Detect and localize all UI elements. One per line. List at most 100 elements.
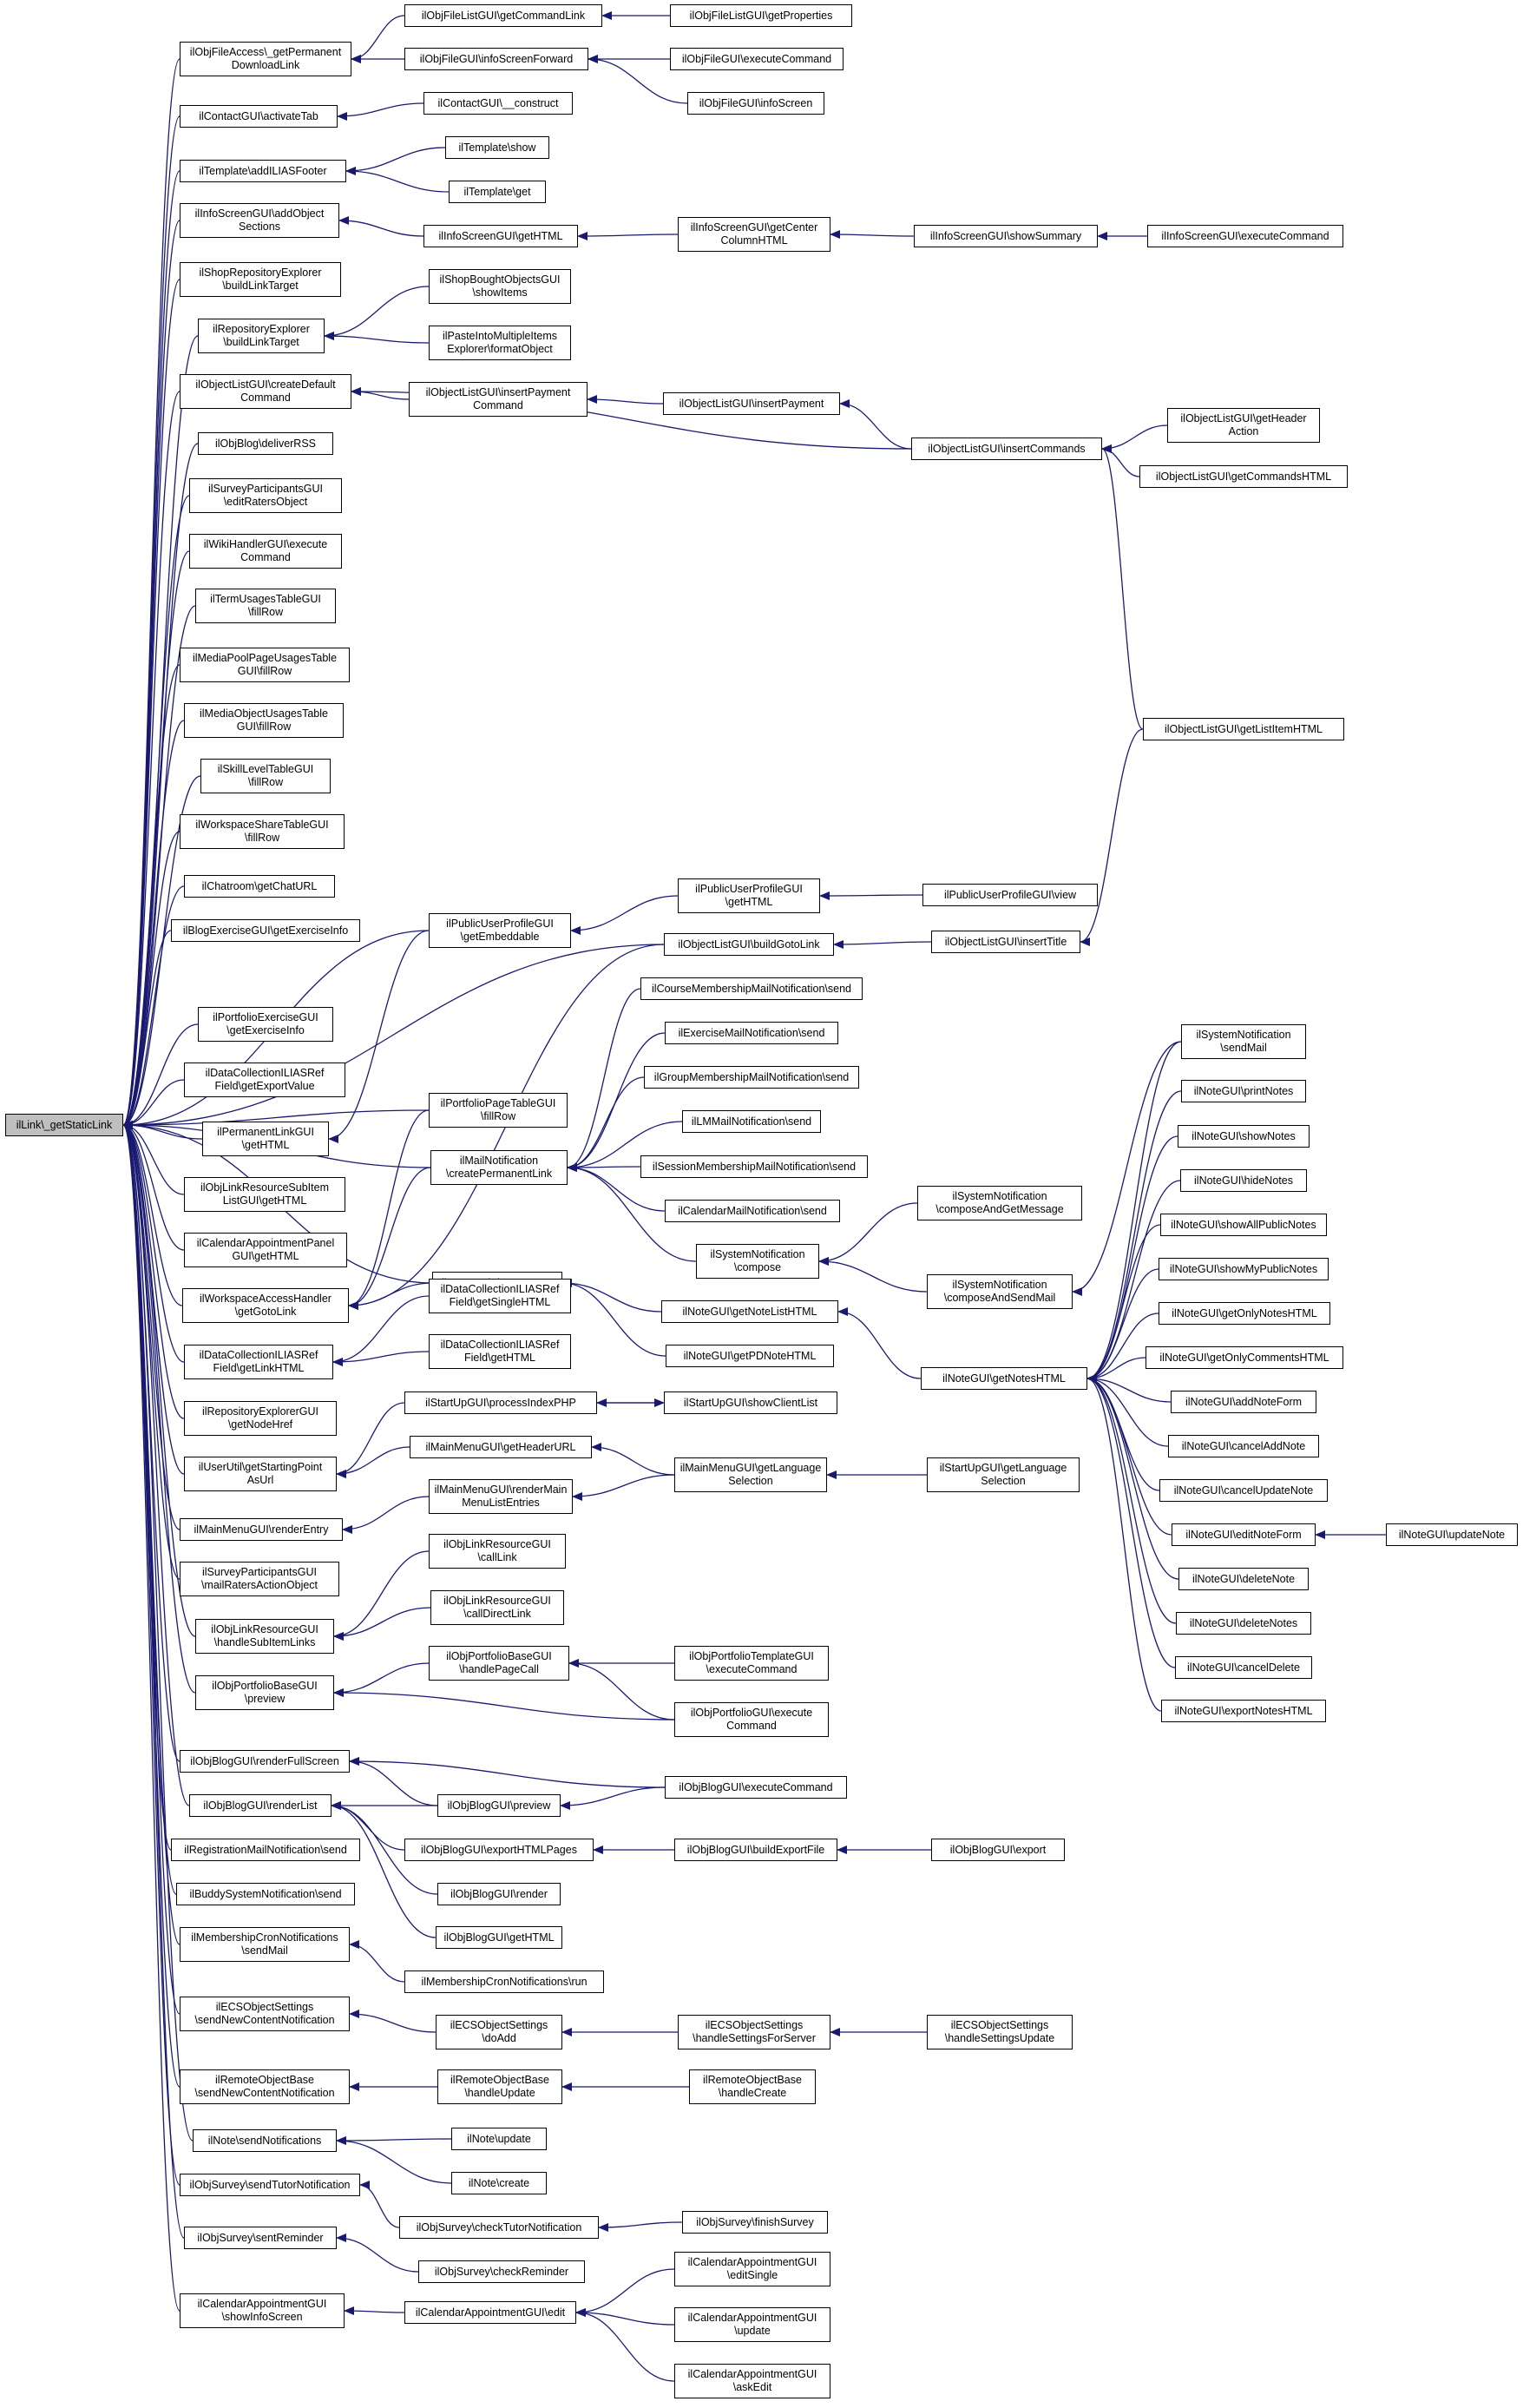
node-pfex[interactable]: ilPortfolioExerciseGUI \getExerciseInfo [198, 1007, 333, 1042]
node-ng_print[interactable]: ilNoteGUI\printNotes [1181, 1080, 1306, 1102]
node-ng_cd[interactable]: ilNoteGUI\cancelDelete [1175, 1656, 1312, 1679]
node-tpl_show[interactable]: ilTemplate\show [445, 136, 549, 159]
node-mm_gls[interactable]: ilMainMenuGUI\getLanguage Selection [674, 1457, 827, 1492]
node-ng_anf[interactable]: ilNoteGUI\addNoteForm [1171, 1391, 1316, 1413]
node-ng_notes[interactable]: ilNoteGUI\getNotesHTML [921, 1367, 1087, 1390]
node-mm_hurl[interactable]: ilMainMenuGUI\getHeaderURL [410, 1436, 592, 1458]
node-tpl_footer[interactable]: ilTemplate\addILIASFooter [180, 160, 346, 182]
node-sn_sendmail[interactable]: ilSystemNotification \sendMail [1181, 1024, 1306, 1059]
node-dcf_link[interactable]: ilDataCollectionILIASRef Field\getLinkHT… [184, 1345, 333, 1379]
node-wiki[interactable]: ilWikiHandlerGUI\execute Command [189, 534, 342, 569]
node-mobj[interactable]: ilMediaObjectUsagesTable GUI\fillRow [184, 703, 344, 738]
node-ng_exp[interactable]: ilNoteGUI\exportNotesHTML [1161, 1700, 1326, 1722]
node-olg_glih[interactable]: ilObjectListGUI\getListItemHTML [1143, 718, 1344, 740]
node-mm_re[interactable]: ilMainMenuGUI\renderEntry [180, 1518, 343, 1541]
node-isg_summary[interactable]: ilInfoScreenGUI\showSummary [914, 225, 1098, 247]
node-bg_render[interactable]: ilObjBlogGUI\render [437, 1883, 561, 1905]
node-ng_goc[interactable]: ilNoteGUI\getOnlyCommentsHTML [1146, 1346, 1343, 1369]
node-pup_view[interactable]: ilPublicUserProfileGUI\view [922, 884, 1098, 906]
node-bg_rfs[interactable]: ilObjBlogGUI\renderFullScreen [180, 1750, 350, 1773]
node-ecs_snc[interactable]: ilECSObjectSettings \sendNewContentNotif… [180, 1997, 350, 2031]
node-paste[interactable]: ilPasteIntoMultipleItems Explorer\format… [429, 326, 571, 360]
node-mpool[interactable]: ilMediaPoolPageUsagesTable GUI\fillRow [180, 648, 350, 682]
node-bg_exec[interactable]: ilObjBlogGUI\executeCommand [665, 1776, 847, 1799]
node-fl_cmd[interactable]: ilObjFileListGUI\getCommandLink [404, 4, 602, 27]
node-bg_ehp[interactable]: ilObjBlogGUI\exportHTMLPages [404, 1839, 594, 1861]
node-sn_casm[interactable]: ilSystemNotification \composeAndSendMail [927, 1274, 1073, 1309]
node-ng_un[interactable]: ilNoteGUI\updateNote [1386, 1523, 1518, 1546]
node-fl_props[interactable]: ilObjFileListGUI\getProperties [670, 4, 852, 27]
node-ng_hide[interactable]: ilNoteGUI\hideNotes [1180, 1169, 1307, 1192]
root-node[interactable]: ilLink\_getStaticLink [5, 1114, 123, 1136]
node-blogex[interactable]: ilBlogExerciseGUI\getExerciseInfo [171, 919, 360, 942]
node-cag_ae[interactable]: ilCalendarAppointmentGUI \askEdit [674, 2364, 830, 2398]
node-ng_dns[interactable]: ilNoteGUI\deleteNotes [1176, 1612, 1311, 1635]
node-ex_mail[interactable]: ilExerciseMailNotification\send [665, 1022, 838, 1044]
node-grp_mail[interactable]: ilGroupMembershipMailNotification\send [644, 1066, 859, 1089]
node-olg_bgl[interactable]: ilObjectListGUI\buildGotoLink [664, 933, 834, 956]
node-ng_list[interactable]: ilNoteGUI\getNoteListHTML [661, 1300, 838, 1323]
node-olg_gch[interactable]: ilObjectListGUI\getCommandsHTML [1139, 465, 1348, 488]
node-cag_up[interactable]: ilCalendarAppointmentGUI \update [674, 2307, 830, 2342]
node-reg_mail[interactable]: ilRegistrationMailNotification\send [171, 1839, 360, 1861]
node-shop_bought[interactable]: ilShopBoughtObjectsGUI \showItems [429, 269, 571, 304]
node-lm_mail[interactable]: ilLMMailNotification\send [682, 1110, 821, 1133]
node-sess_mail[interactable]: ilSessionMembershipMailNotification\send [640, 1155, 868, 1178]
node-ptg_exec[interactable]: ilObjPortfolioTemplateGUI \executeComman… [674, 1646, 829, 1681]
node-note_up[interactable]: ilNote\update [451, 2128, 547, 2150]
node-bg_export[interactable]: ilObjBlogGUI\export [931, 1839, 1065, 1861]
node-olrg_cl[interactable]: ilObjLinkResourceGUI \callLink [429, 1534, 566, 1569]
node-re_blt[interactable]: ilRepositoryExplorer \buildLinkTarget [198, 319, 325, 353]
node-fg_isf[interactable]: ilObjFileGUI\infoScreenForward [404, 48, 588, 70]
node-ng_show[interactable]: ilNoteGUI\showNotes [1178, 1125, 1310, 1148]
node-rob_hu[interactable]: ilRemoteObjectBase \handleUpdate [437, 2069, 562, 2104]
node-cg_con[interactable]: ilContactGUI\__construct [423, 92, 573, 115]
node-cg_tab[interactable]: ilContactGUI\activateTab [180, 105, 338, 128]
node-mcn_run[interactable]: ilMembershipCronNotifications\run [404, 1970, 604, 1993]
node-ng_cun[interactable]: ilNoteGUI\cancelUpdateNote [1159, 1479, 1328, 1502]
node-olg_ic[interactable]: ilObjectListGUI\insertCommands [911, 438, 1102, 460]
node-isg_exec[interactable]: ilInfoScreenGUI\executeCommand [1147, 225, 1343, 247]
node-pup_emb[interactable]: ilPublicUserProfileGUI \getEmbeddable [429, 913, 571, 948]
node-isg_html[interactable]: ilInfoScreenGUI\getHTML [423, 225, 578, 247]
node-bg_prev[interactable]: ilObjBlogGUI\preview [437, 1794, 561, 1817]
node-spg_edit[interactable]: ilSurveyParticipantsGUI \editRatersObjec… [189, 478, 342, 513]
node-blog_rss[interactable]: ilObjBlog\deliverRSS [198, 432, 333, 455]
node-os_sr[interactable]: ilObjSurvey\sentReminder [184, 2227, 337, 2249]
node-sn_compose[interactable]: ilSystemNotification \compose [696, 1244, 819, 1279]
node-ng_gon[interactable]: ilNoteGUI\getOnlyNotesHTML [1159, 1302, 1330, 1325]
node-mcn_sm[interactable]: ilMembershipCronNotifications \sendMail [180, 1927, 350, 1962]
node-ng_can[interactable]: ilNoteGUI\cancelAddNote [1168, 1435, 1319, 1457]
node-bg_bef[interactable]: ilObjBlogGUI\buildExportFile [674, 1839, 837, 1861]
node-mn_cpl[interactable]: ilMailNotification \createPermanentLink [430, 1150, 568, 1185]
node-fg_is[interactable]: ilObjFileGUI\infoScreen [687, 92, 824, 115]
node-isg_center[interactable]: ilInfoScreenGUI\getCenter ColumnHTML [678, 217, 830, 252]
node-pbg_hpc[interactable]: ilObjPortfolioBaseGUI \handlePageCall [429, 1646, 569, 1681]
node-olg_cdc[interactable]: ilObjectListGUI\createDefault Command [180, 374, 351, 409]
node-ng_enf[interactable]: ilNoteGUI\editNoteForm [1172, 1523, 1316, 1546]
node-os_ctn[interactable]: ilObjSurvey\checkTutorNotification [399, 2216, 599, 2239]
node-olg_gha[interactable]: ilObjectListGUI\getHeader Action [1167, 408, 1320, 443]
node-pg_exec[interactable]: ilObjPortfolioGUI\execute Command [674, 1702, 829, 1737]
node-cal_mail[interactable]: ilCalendarMailNotification\send [665, 1200, 840, 1222]
node-ng_pd[interactable]: ilNoteGUI\getPDNoteHTML [666, 1345, 834, 1367]
node-wah[interactable]: ilWorkspaceAccessHandler \getGotoLink [182, 1288, 349, 1323]
node-fg_exec[interactable]: ilObjFileGUI\executeCommand [670, 48, 844, 70]
node-ecs_hsu[interactable]: ilECSObjectSettings \handleSettingsUpdat… [927, 2015, 1073, 2049]
node-shop_re[interactable]: ilShopRepositoryExplorer \buildLinkTarge… [180, 262, 341, 297]
node-olg_it[interactable]: ilObjectListGUI\insertTitle [931, 931, 1080, 953]
node-spg_mail[interactable]: ilSurveyParticipantsGUI \mailRatersActio… [180, 1562, 339, 1596]
node-os_stn[interactable]: ilObjSurvey\sendTutorNotification [180, 2174, 360, 2196]
node-sn_cagm[interactable]: ilSystemNotification \composeAndGetMessa… [917, 1186, 1082, 1220]
node-bg_html[interactable]: ilObjBlogGUI\getHTML [436, 1926, 562, 1949]
node-os_fs[interactable]: ilObjSurvey\finishSurvey [682, 2211, 828, 2234]
node-ng_sap[interactable]: ilNoteGUI\showAllPublicNotes [1160, 1214, 1327, 1236]
node-su_pip[interactable]: ilStartUpGUI\processIndexPHP [404, 1392, 597, 1414]
node-dcf_html[interactable]: ilDataCollectionILIASRef Field\getHTML [429, 1334, 571, 1369]
node-dcf_single[interactable]: ilDataCollectionILIASRef Field\getSingle… [429, 1279, 571, 1313]
node-plink[interactable]: ilPermanentLinkGUI \getHTML [202, 1122, 329, 1156]
node-pup_html[interactable]: ilPublicUserProfileGUI \getHTML [678, 878, 820, 913]
node-note_cr[interactable]: ilNote\create [451, 2172, 547, 2194]
node-ecs_hsfs[interactable]: ilECSObjectSettings \handleSettingsForSe… [678, 2015, 830, 2049]
node-ng_smp[interactable]: ilNoteGUI\showMyPublicNotes [1159, 1258, 1329, 1280]
